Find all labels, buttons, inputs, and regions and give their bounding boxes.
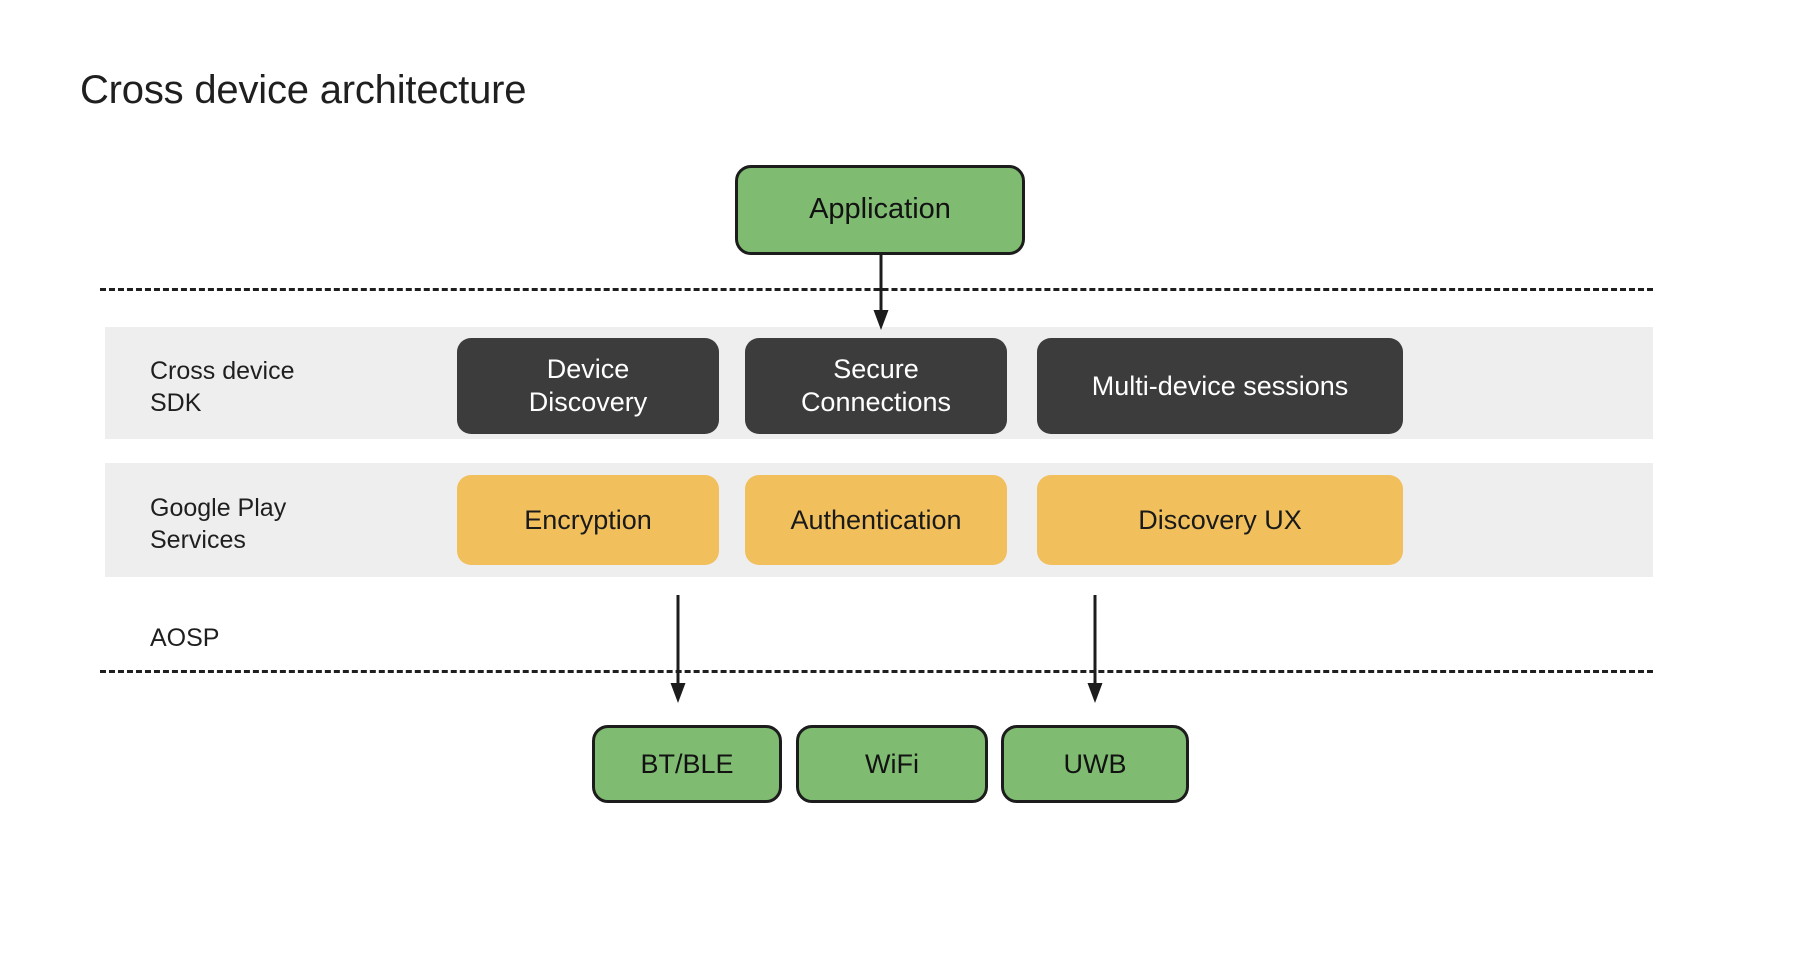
node-multi-device-sessions[interactable]: Multi-device sessions — [1037, 338, 1403, 434]
arrow-application-to-sdk — [873, 252, 889, 330]
node-authentication[interactable]: Authentication — [745, 475, 1007, 565]
layer-label-google-play-services: Google Play Services — [150, 494, 287, 554]
node-uwb[interactable]: UWB — [1001, 725, 1189, 803]
node-secure-connections[interactable]: Secure Connections — [745, 338, 1007, 434]
node-encryption[interactable]: Encryption — [457, 475, 719, 565]
node-wifi[interactable]: WiFi — [796, 725, 988, 803]
dashed-boundary-bottom — [100, 670, 1653, 673]
node-bt-ble[interactable]: BT/BLE — [592, 725, 782, 803]
node-device-discovery[interactable]: Device Discovery — [457, 338, 719, 434]
node-discovery-ux[interactable]: Discovery UX — [1037, 475, 1403, 565]
layer-label-cross-device-sdk: Cross device SDK — [150, 357, 295, 417]
node-application[interactable]: Application — [735, 165, 1025, 255]
arrow-google-play-services-to-uwb — [1087, 595, 1103, 703]
arrow-google-play-services-to-bt-ble — [670, 595, 686, 703]
dashed-boundary-top — [100, 288, 1653, 291]
page-title: Cross device architecture — [80, 68, 527, 112]
layer-label-aosp: AOSP — [150, 624, 220, 652]
